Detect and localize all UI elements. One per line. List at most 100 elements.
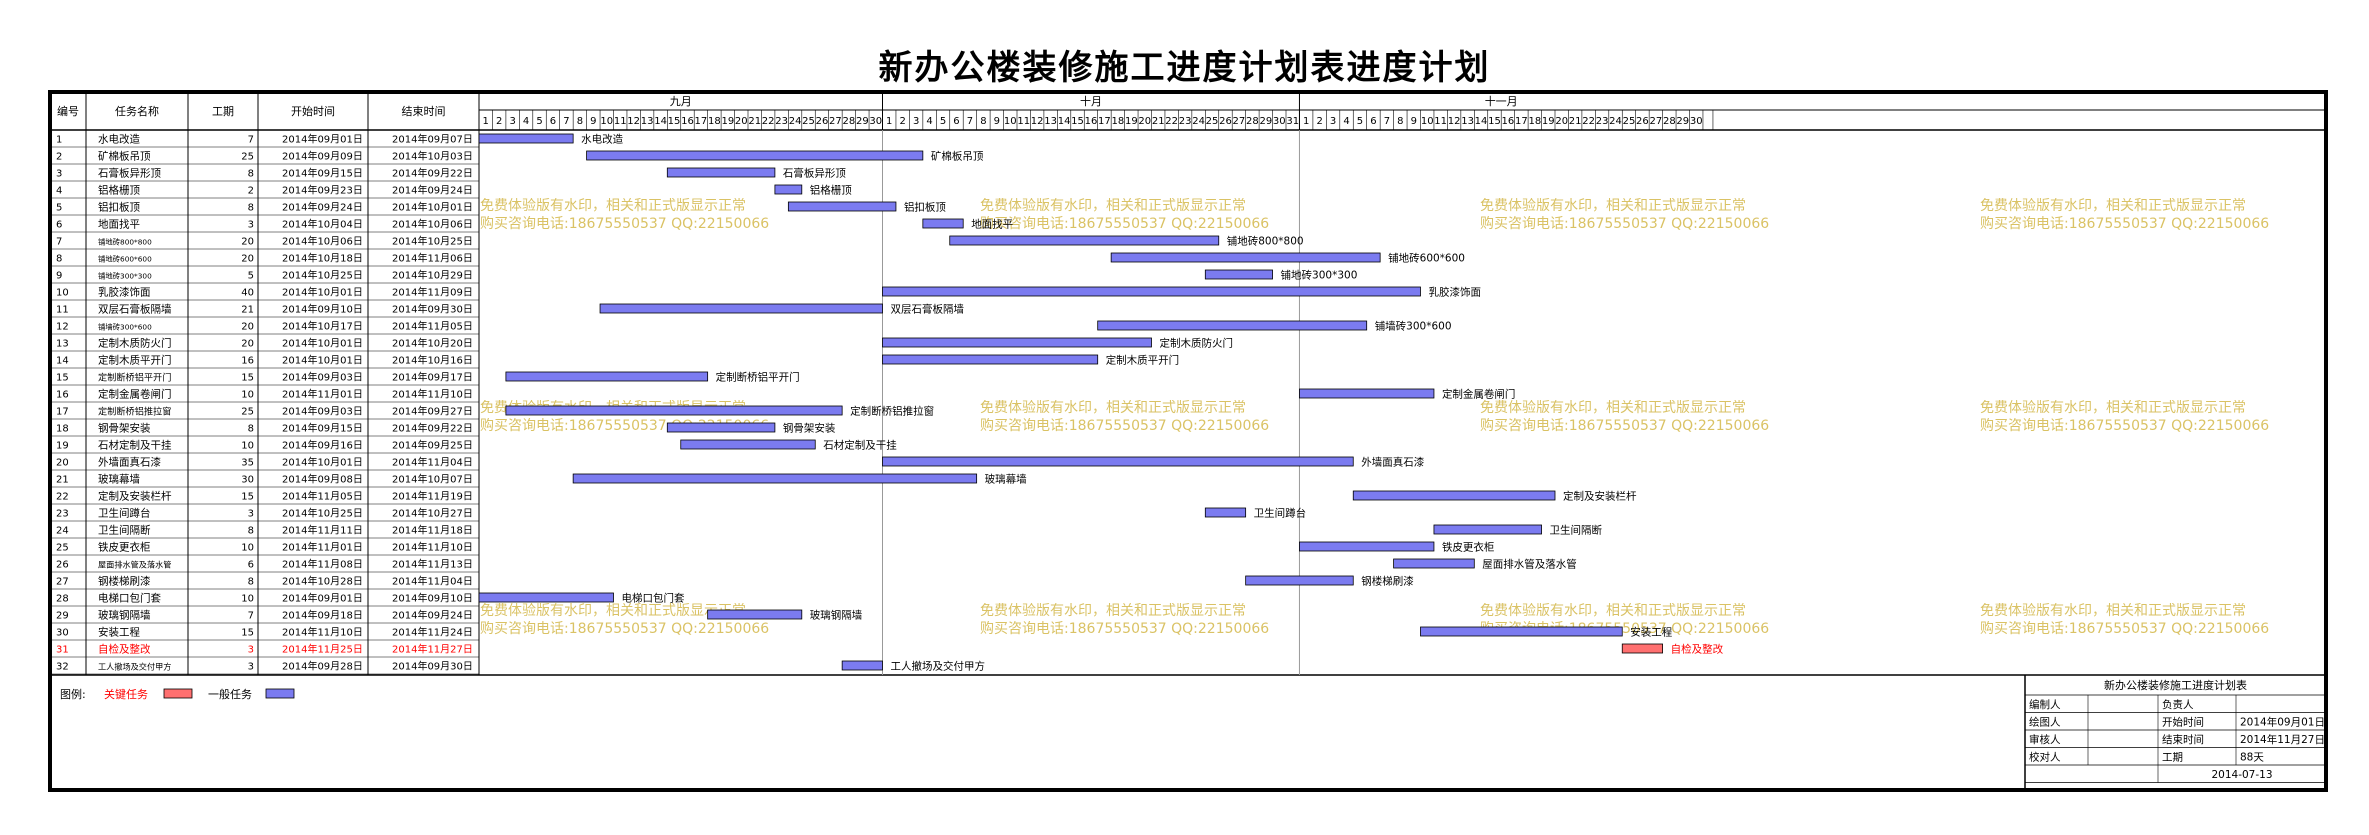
column-header: 结束时间 bbox=[402, 105, 446, 118]
task-id: 12 bbox=[56, 322, 69, 333]
day-label: 14 bbox=[1475, 116, 1488, 127]
task-duration: 10 bbox=[241, 441, 254, 452]
task-start: 2014年09月03日 bbox=[282, 405, 363, 418]
task-name: 工人撤场及交付甲方 bbox=[98, 662, 171, 672]
task-name: 定制断桥铝推拉窗 bbox=[98, 406, 171, 418]
day-label: 22 bbox=[762, 116, 775, 127]
legend-label: 图例: bbox=[60, 687, 86, 701]
task-id: 3 bbox=[56, 169, 62, 180]
task-bar bbox=[1097, 320, 1368, 331]
day-label: 10 bbox=[1004, 116, 1017, 127]
task-start: 2014年09月08日 bbox=[282, 473, 363, 486]
task-duration: 8 bbox=[248, 526, 254, 537]
task-duration: 3 bbox=[248, 509, 254, 520]
day-label: 4 bbox=[1343, 116, 1349, 127]
task-bar bbox=[599, 303, 883, 314]
task-bar-label: 定制金属卷闸门 bbox=[1442, 388, 1516, 401]
task-id: 31 bbox=[56, 645, 69, 656]
watermark-text: 免费体验版有水印，相关和正式版显示正常 bbox=[980, 198, 1246, 214]
task-bar bbox=[882, 456, 1354, 467]
task-duration: 25 bbox=[241, 152, 254, 163]
day-label: 2 bbox=[899, 116, 905, 127]
task-bar-label: 定制木质平开门 bbox=[1106, 354, 1180, 367]
day-label: 7 bbox=[563, 116, 569, 127]
day-label: 29 bbox=[1259, 116, 1272, 127]
task-bar-label: 定制木质防火门 bbox=[1160, 337, 1234, 350]
task-end: 2014年10月29日 bbox=[392, 269, 473, 282]
task-name: 定制金属卷闸门 bbox=[98, 388, 172, 401]
task-end: 2014年11月05日 bbox=[392, 320, 473, 333]
task-id: 1 bbox=[56, 135, 62, 146]
task-start: 2014年09月15日 bbox=[282, 422, 363, 435]
task-start: 2014年09月16日 bbox=[282, 439, 363, 452]
task-end: 2014年11月27日 bbox=[392, 643, 473, 656]
day-label: 18 bbox=[1528, 116, 1541, 127]
day-label: 15 bbox=[1071, 116, 1084, 127]
month-label: 十一月 bbox=[1485, 94, 1518, 108]
day-label: 5 bbox=[1357, 116, 1363, 127]
day-label: 4 bbox=[926, 116, 932, 127]
task-end: 2014年10月27日 bbox=[392, 507, 473, 520]
task-duration: 21 bbox=[241, 305, 254, 316]
task-end: 2014年11月04日 bbox=[392, 575, 473, 588]
info-table-title: 新办公楼装修施工进度计划表 bbox=[2104, 678, 2247, 692]
task-id: 6 bbox=[56, 220, 62, 231]
day-label: 13 bbox=[641, 116, 654, 127]
task-start: 2014年09月01日 bbox=[282, 592, 363, 605]
task-name: 定制断桥铝平开门 bbox=[98, 372, 171, 384]
task-name: 铁皮更衣柜 bbox=[98, 541, 151, 554]
task-start: 2014年10月01日 bbox=[282, 354, 363, 367]
day-label: 31 bbox=[1286, 116, 1299, 127]
task-name: 玻璃幕墙 bbox=[98, 473, 140, 486]
info-table-date: 2014-07-13 bbox=[2211, 769, 2272, 781]
task-name: 屋面排水管及落水管 bbox=[98, 560, 171, 570]
task-bar bbox=[666, 422, 776, 433]
task-start: 2014年09月18日 bbox=[282, 609, 363, 622]
task-bar bbox=[666, 167, 776, 178]
task-end: 2014年10月06日 bbox=[392, 218, 473, 231]
day-label: 21 bbox=[1569, 116, 1582, 127]
task-start: 2014年11月25日 bbox=[282, 643, 363, 656]
task-bar-label: 铺地砖300*300 bbox=[1281, 269, 1358, 282]
task-name: 铺地砖600*600 bbox=[98, 255, 152, 264]
task-bar bbox=[787, 201, 897, 212]
task-bar-label: 电梯口包门套 bbox=[622, 592, 685, 605]
task-duration: 10 bbox=[241, 390, 254, 401]
task-duration: 20 bbox=[241, 237, 254, 248]
task-bar bbox=[1433, 524, 1542, 535]
day-label: 24 bbox=[1192, 116, 1205, 127]
task-bar bbox=[478, 592, 614, 603]
task-name: 铝格栅顶 bbox=[98, 184, 140, 197]
task-bar-label: 铺地砖800*800 bbox=[1227, 235, 1304, 248]
day-label: 14 bbox=[1058, 116, 1071, 127]
task-duration: 15 bbox=[241, 492, 254, 503]
task-name: 水电改造 bbox=[98, 133, 140, 146]
task-bar bbox=[1204, 507, 1247, 518]
task-duration: 3 bbox=[248, 645, 254, 656]
watermark-text: 购买咨询电话:18675550537 QQ:22150066 bbox=[980, 216, 1269, 232]
task-end: 2014年11月18日 bbox=[392, 524, 473, 537]
day-label: 25 bbox=[1206, 116, 1219, 127]
task-bar bbox=[1393, 558, 1475, 569]
day-label: 23 bbox=[1179, 116, 1192, 127]
task-bar bbox=[572, 473, 978, 484]
day-label: 9 bbox=[590, 116, 596, 127]
day-label: 7 bbox=[1384, 116, 1390, 127]
task-name: 定制木质平开门 bbox=[98, 354, 172, 367]
day-label: 11 bbox=[1017, 116, 1030, 127]
task-id: 17 bbox=[56, 407, 69, 418]
task-end: 2014年09月24日 bbox=[392, 184, 473, 197]
task-id: 24 bbox=[56, 526, 69, 537]
day-label: 3 bbox=[509, 116, 515, 127]
task-duration: 15 bbox=[241, 373, 254, 384]
task-end: 2014年09月25日 bbox=[392, 439, 473, 452]
task-start: 2014年09月09日 bbox=[282, 150, 363, 163]
day-label: 25 bbox=[1623, 116, 1636, 127]
task-bar-label: 安装工程 bbox=[1630, 626, 1672, 639]
task-name: 钢骨架安装 bbox=[98, 422, 151, 435]
day-label: 11 bbox=[614, 116, 627, 127]
task-duration: 25 bbox=[241, 407, 254, 418]
task-end: 2014年09月10日 bbox=[392, 592, 473, 605]
task-id: 23 bbox=[56, 509, 69, 520]
task-bar-label: 铺墙砖300*600 bbox=[1375, 320, 1452, 333]
